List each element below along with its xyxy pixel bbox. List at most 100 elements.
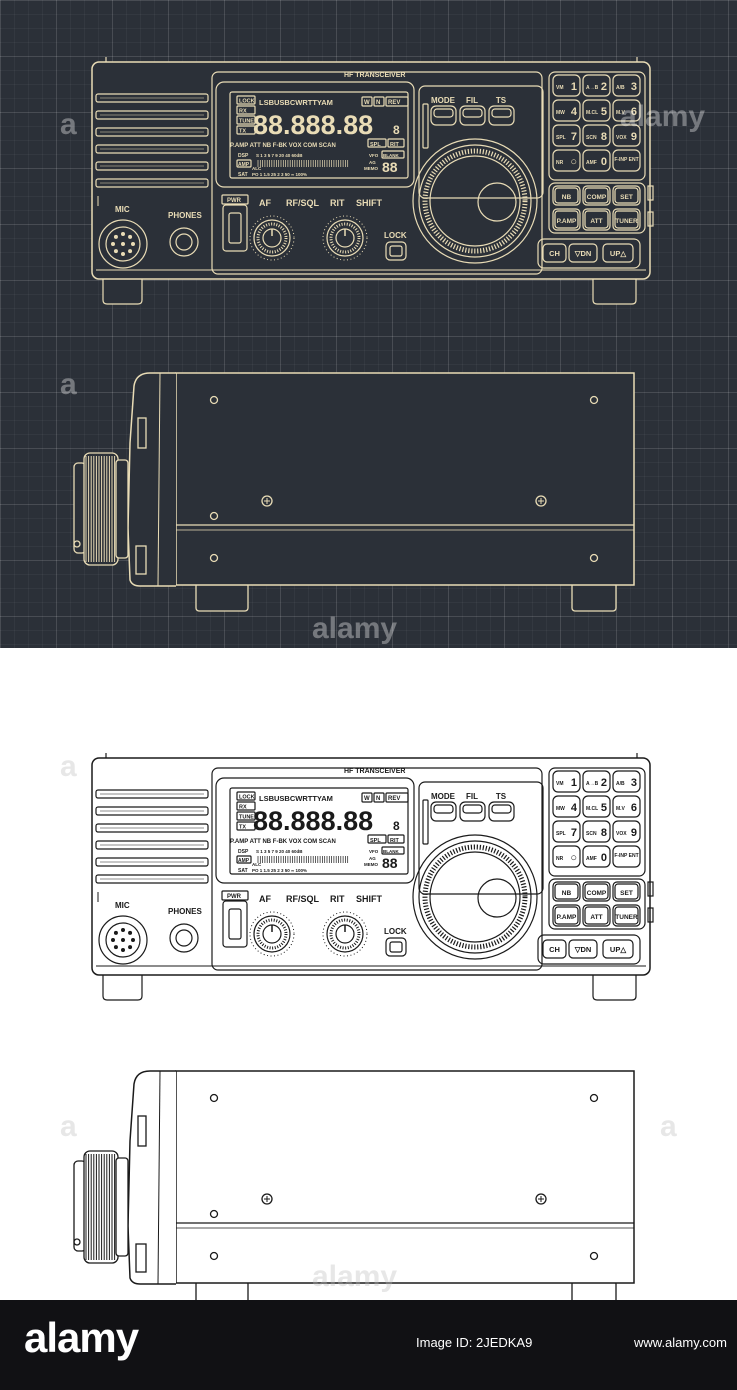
keypad-num-1: 2 xyxy=(601,81,607,93)
top-button-label-1: FIL xyxy=(466,792,478,801)
keypad-fn-7: SCN xyxy=(586,831,597,837)
lcd-dsp: DSP xyxy=(238,849,249,855)
lcd-ag: AG xyxy=(369,160,376,165)
mic-pin xyxy=(121,232,125,236)
mic-pin xyxy=(131,938,135,942)
keypad-key-11 xyxy=(612,149,641,172)
indicator-strip xyxy=(422,799,429,845)
keypad-fn-9: NR xyxy=(556,160,564,166)
lcd-top-tag: REV xyxy=(388,796,400,802)
keypad-fn-2: A/B xyxy=(616,781,625,787)
dial-detail xyxy=(73,540,81,548)
lcd-scale-s: S 1 3 5 7 9 20 40 60dB xyxy=(256,849,303,854)
keypad-num-8: 9 xyxy=(631,827,637,839)
button-area xyxy=(418,85,544,199)
shift-label: SHIFT xyxy=(356,894,383,904)
low-button-0 xyxy=(552,208,581,231)
top-button-label-1: FIL xyxy=(466,96,478,105)
keypad-num-7: 8 xyxy=(601,131,607,143)
lcd-modes: LSBUSBCWRTTYAM xyxy=(259,794,333,803)
keypad-num-10: 0 xyxy=(601,156,607,168)
mic-pin xyxy=(128,249,133,254)
lock-button xyxy=(385,937,407,957)
keypad-num-4: 5 xyxy=(601,106,607,118)
foot-right xyxy=(592,278,637,305)
top-button-1 xyxy=(459,801,486,822)
image-id: Image ID: 2JEDKA9 xyxy=(416,1335,533,1350)
keypad-fn-0: VM xyxy=(556,781,564,787)
keypad-key-8 xyxy=(612,124,641,147)
side-foot-rear xyxy=(571,582,617,612)
lcd-tag: LOCK xyxy=(239,99,255,105)
mic-label: MIC xyxy=(115,205,130,214)
lcd-top-tag: W xyxy=(364,796,370,802)
keypad-fn-1: A→B xyxy=(586,781,599,787)
rit-label: RIT xyxy=(330,198,345,208)
lcd-small-digit: 8 xyxy=(393,819,400,833)
lcd-sat: SAT xyxy=(238,868,248,874)
vfo-dial-inner xyxy=(429,851,521,943)
lcd-rit: RIT xyxy=(390,838,400,844)
side-view-light xyxy=(73,1070,635,1310)
mid-button-face-0 xyxy=(554,187,579,204)
speaker-slot xyxy=(95,789,209,799)
lcd-top-tag-box xyxy=(385,96,409,107)
lock-button xyxy=(385,241,407,261)
low-button-label-1: ATT xyxy=(590,914,602,921)
dial-shaft-ring xyxy=(115,1157,129,1257)
lock-button-face xyxy=(389,941,403,953)
keypad-num-5: 6 xyxy=(631,802,637,814)
knob-ring-0 xyxy=(256,222,288,254)
top-button-label-0: MODE xyxy=(431,792,456,801)
front-subpanel xyxy=(211,71,543,275)
keypad-fn-4: M.CL xyxy=(586,110,598,116)
speaker-slot xyxy=(95,806,209,816)
screw-hole xyxy=(209,1209,219,1219)
low-button-0 xyxy=(552,904,581,927)
lcd-blank-box xyxy=(381,150,405,159)
mic-connector xyxy=(98,915,148,965)
mic-connector-inner xyxy=(105,226,141,262)
keypad-key-4 xyxy=(582,795,611,818)
top-button-face-2 xyxy=(491,108,512,118)
lcd-amp-box xyxy=(236,159,252,168)
phones-jack-inner xyxy=(175,929,193,947)
keypad-num-0: 1 xyxy=(571,777,577,789)
vfo-finger-dimple xyxy=(477,182,517,222)
knob-ticks xyxy=(322,215,368,261)
mid-button-2 xyxy=(612,881,641,902)
lcd-blank: BLANK xyxy=(383,849,399,854)
ch-button-2 xyxy=(602,243,634,263)
speaker-slot xyxy=(95,857,209,867)
top-button-face-1 xyxy=(462,108,483,118)
mid-button-label-2: SET xyxy=(620,194,633,201)
mic-pin xyxy=(111,242,115,246)
watermark-letter: a xyxy=(60,368,77,401)
rf-sql-label: RF/SQL xyxy=(286,894,320,904)
lcd-chan-digits: 88 xyxy=(382,855,398,871)
watermark-letter: a xyxy=(60,108,77,141)
top-button-0 xyxy=(430,105,457,126)
ch-button-label-2: UP△ xyxy=(610,249,627,258)
screw-hole xyxy=(589,1251,599,1261)
lcd-rit-box xyxy=(387,834,405,844)
lcd-func-row: P.AMP ATT NB F-BK VOX COM SCAN xyxy=(230,143,336,149)
mic-pin xyxy=(121,928,125,932)
lcd-sat: SAT xyxy=(238,172,248,178)
keypad-fn-10: AMF xyxy=(586,856,597,862)
lcd-spl: SPL xyxy=(370,142,381,148)
mid-button-0 xyxy=(552,881,581,902)
speaker-slot xyxy=(95,178,209,188)
top-button-0 xyxy=(430,801,457,822)
lcd-top-tag: N xyxy=(376,100,380,106)
keypad-fn-5: M.V xyxy=(616,806,626,812)
mid-button-label-1: COMP xyxy=(587,194,607,201)
pwr-label-box xyxy=(221,890,249,901)
lcd-frequency: 88.888.88 xyxy=(253,806,373,836)
keypad-key-5 xyxy=(612,795,641,818)
keypad-fn-6: SPL xyxy=(556,831,566,837)
lcd-vfo: VFO xyxy=(369,153,379,158)
speaker-slot xyxy=(95,144,209,154)
knob-outer-1 xyxy=(326,915,364,953)
lcd-spl-box xyxy=(367,138,387,148)
